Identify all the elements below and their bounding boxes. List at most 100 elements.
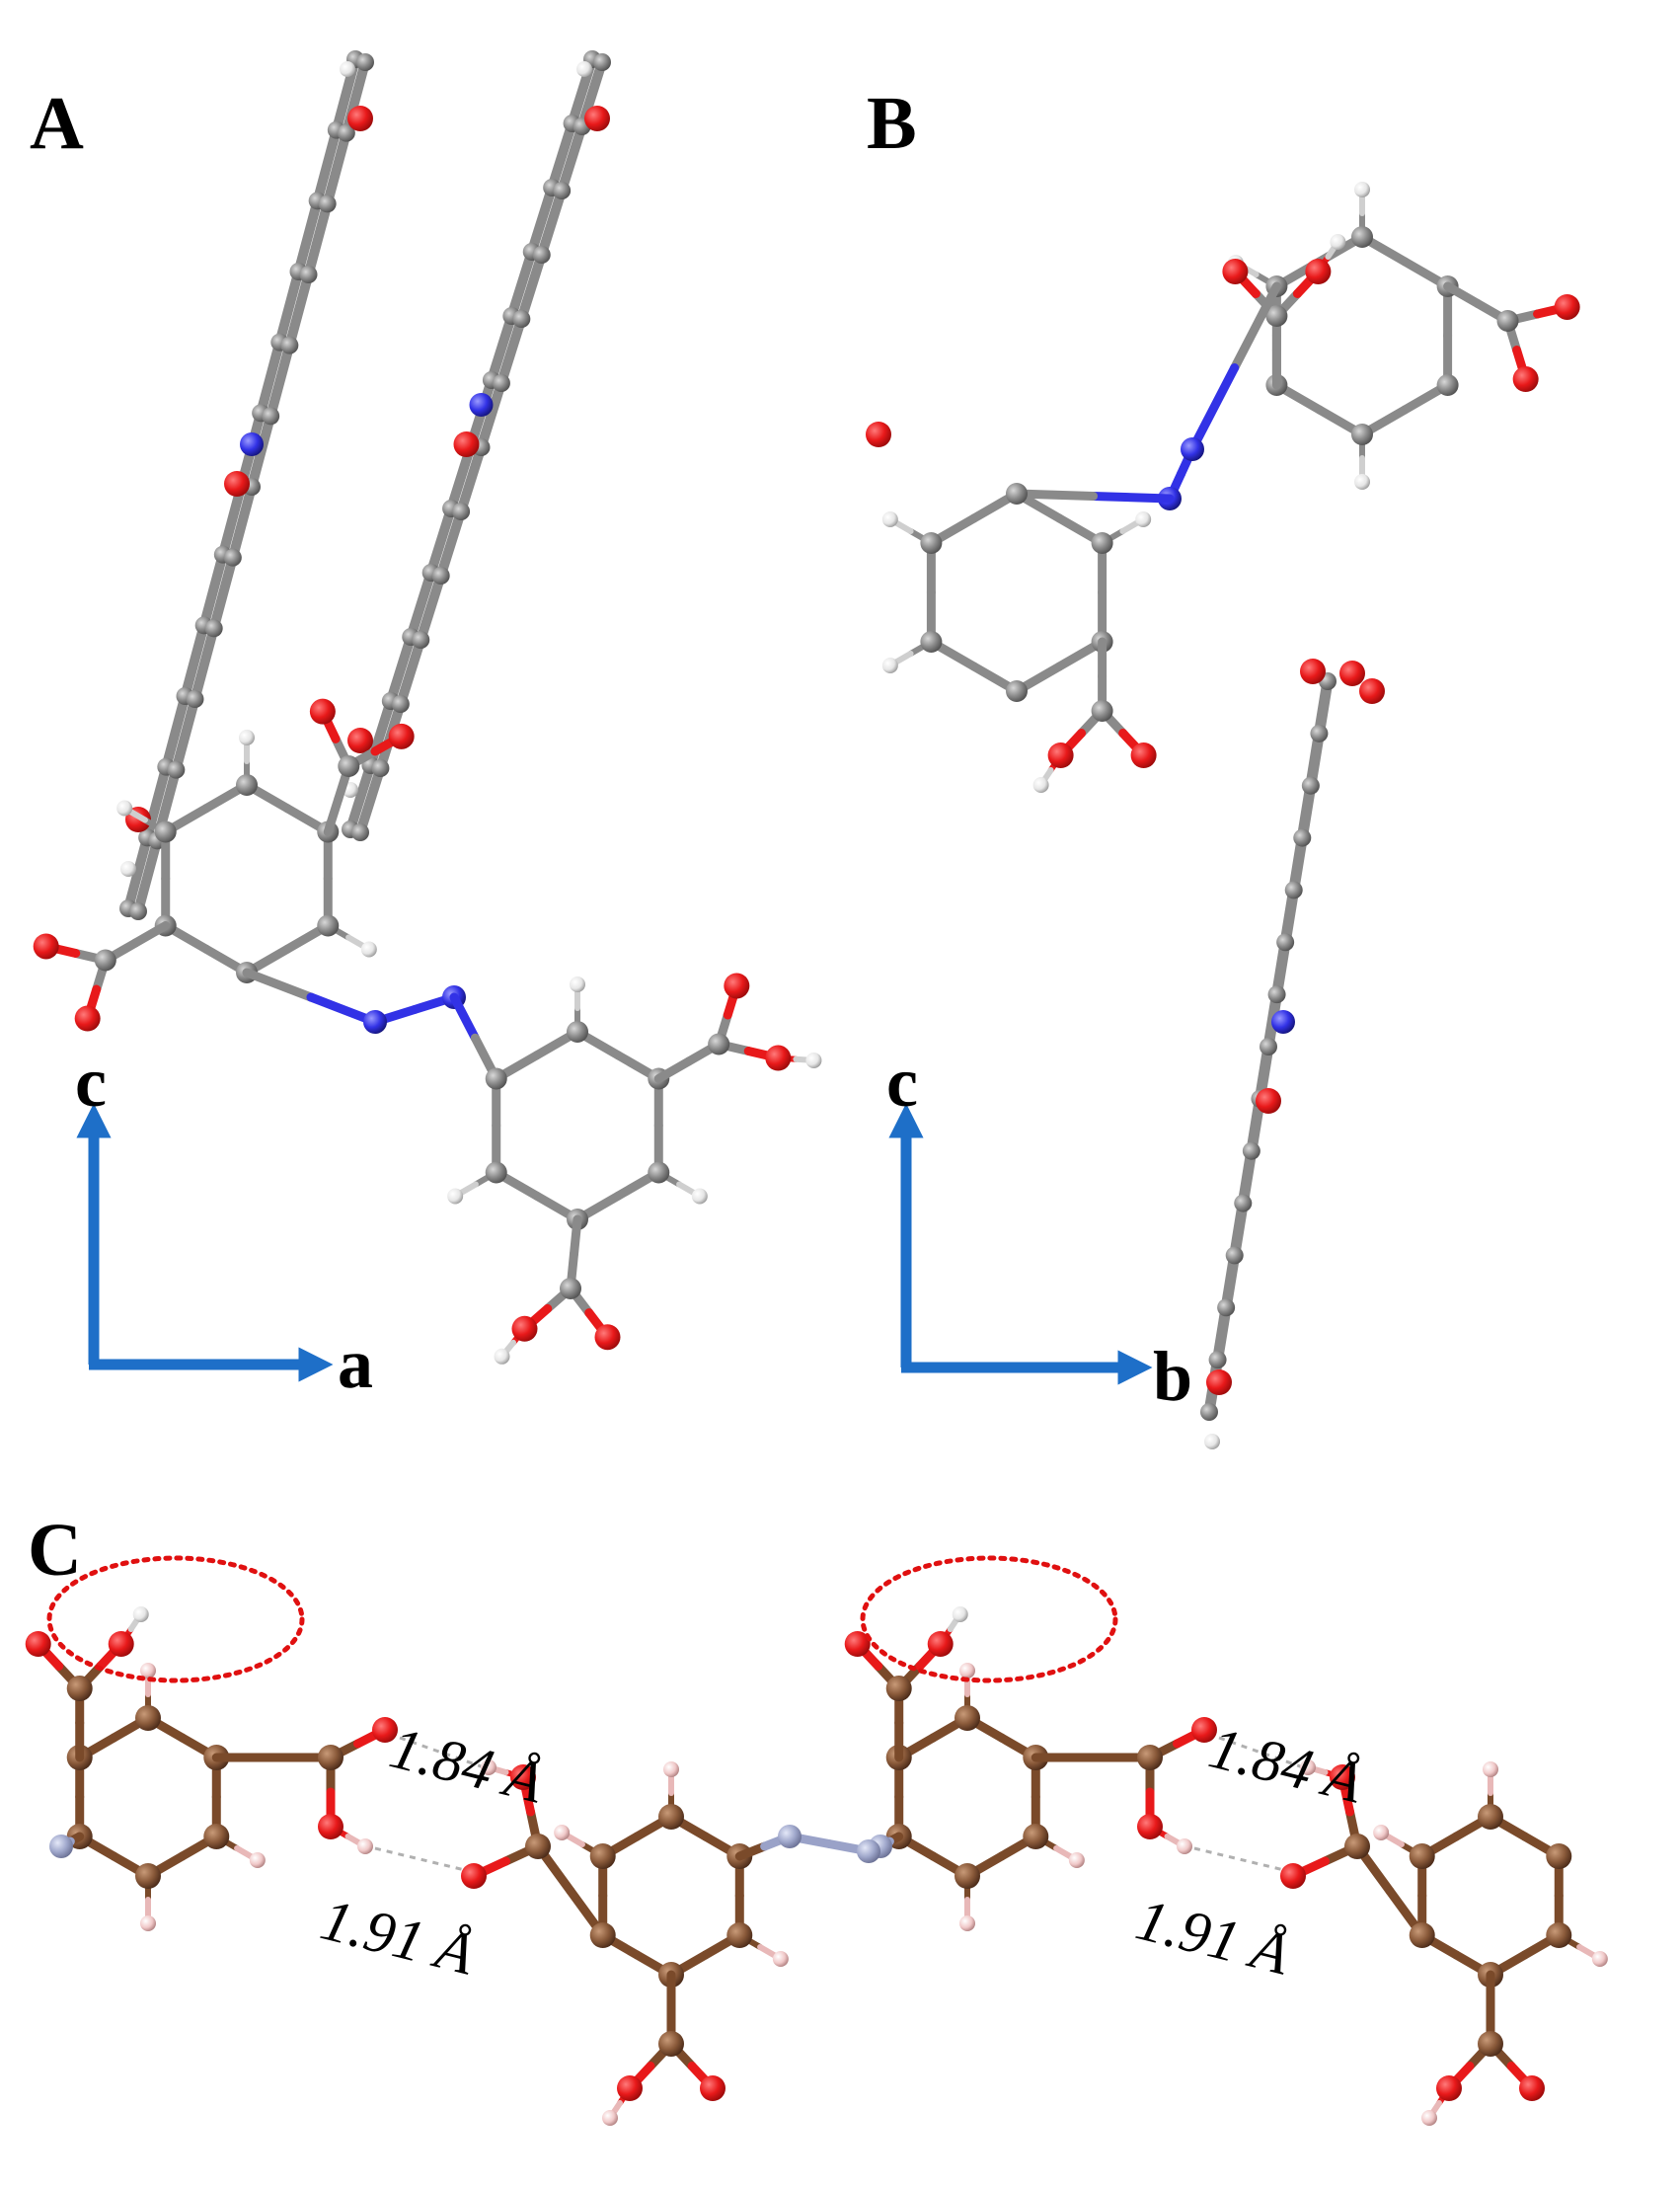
oxygen-atom (617, 2075, 643, 2101)
oxygen-atom (372, 1717, 398, 1743)
hydrogen-atom (881, 658, 898, 673)
nitrogen-atom (469, 393, 494, 417)
carbon-atom (1137, 1745, 1163, 1770)
carbon-atom (391, 695, 410, 713)
carbon-atom (920, 631, 943, 653)
bond (449, 992, 480, 1043)
hydrogen-atom (1373, 1825, 1390, 1840)
carbon-atom (154, 820, 177, 843)
nitrogen-atom (363, 1010, 387, 1034)
hydrogen-atom (663, 1761, 679, 1777)
hydrogen-atom (805, 1052, 822, 1068)
hydrogen-atom (1483, 1761, 1498, 1777)
carbon-atom (1267, 985, 1286, 1004)
carbon-atom (1496, 310, 1519, 332)
oxygen-atom (1305, 259, 1332, 284)
hydrogen-atom (1177, 1838, 1192, 1854)
carbon-atom (955, 1705, 980, 1731)
oxygen-atom (33, 933, 59, 960)
oxygen-atom (1436, 2075, 1462, 2101)
oxygen-atom (1300, 659, 1326, 684)
carbon-atom (512, 310, 531, 328)
hydrogen-atom (1591, 1951, 1608, 1967)
hydrogen-atom (602, 2110, 618, 2126)
molecule-b (866, 182, 1580, 1449)
panel-label-b: B (867, 82, 917, 165)
hydrogen-bond (1193, 1846, 1289, 1873)
carbon-atom (1301, 776, 1320, 795)
oxygen-atom (844, 1631, 871, 1657)
nitrogen-atom (1271, 1010, 1295, 1034)
hydrogen-atom (691, 1188, 708, 1205)
hydrogen-atom (1300, 1759, 1316, 1775)
panel-b: B c b (866, 82, 1580, 1449)
bond (323, 794, 344, 836)
oxygen-atom (224, 471, 250, 497)
oxygen-atom (1359, 678, 1385, 704)
oxygen-atom (765, 1045, 792, 1071)
carbon-atom (553, 182, 572, 199)
hydrogen-atom (239, 730, 255, 745)
carbon-atom (351, 823, 369, 841)
carbon-atom (1217, 1298, 1236, 1317)
carbon-atom (1409, 1922, 1435, 1948)
hydrogen-atom (1068, 1852, 1085, 1868)
bond (570, 1214, 582, 1259)
carbon-atom (485, 1161, 507, 1184)
bond (130, 921, 171, 948)
molecule-a (33, 50, 822, 1365)
carbon-atom (318, 195, 337, 213)
carbon-atom (371, 759, 390, 777)
hydrogen-atom (340, 61, 355, 77)
oxygen-atom (318, 1814, 344, 1839)
carbon-atom (658, 1804, 684, 1830)
carbon-atom (167, 760, 186, 779)
oxygen-atom (453, 431, 480, 457)
distance-label-lower-left: 1.91 Å (315, 1887, 481, 1988)
hydrogen-atom (1421, 2110, 1437, 2126)
carbon-atom (1409, 1843, 1435, 1869)
oxygen-atom (584, 106, 610, 131)
carbon-atom (532, 246, 551, 264)
carbon-atom (593, 53, 611, 71)
carbon-atom (262, 407, 280, 426)
carbon-atom (1265, 305, 1288, 327)
hydrogen-atom (772, 1951, 789, 1967)
carbon-atom (135, 1705, 161, 1731)
oxygen-atom (927, 1631, 954, 1657)
carbon-atom (648, 1161, 670, 1184)
carbon-atom (589, 1922, 616, 1948)
oxygen-atom (724, 973, 750, 999)
hydrogen-atom (1032, 777, 1049, 793)
hydrogen-atom (140, 1663, 156, 1679)
oxygen-atom (594, 1324, 621, 1351)
hydrogen-bond (1218, 1736, 1304, 1769)
carbon-atom (318, 1745, 344, 1770)
carbon-atom (1234, 1194, 1253, 1212)
carbon-atom (885, 1676, 912, 1701)
carbon-atom (280, 336, 299, 354)
carbon-atom (1344, 1834, 1370, 1859)
carbon-atom (1260, 1038, 1277, 1055)
carbon-atom (1242, 1141, 1260, 1160)
carbon-atom (1293, 828, 1312, 847)
hydrogen-atom (481, 1759, 496, 1775)
carbon-atom (1276, 933, 1295, 952)
panel-label-a: A (30, 82, 84, 165)
nitrogen-atom (778, 1825, 802, 1848)
hydrogen-atom (249, 1852, 266, 1868)
hydrogen-atom (1354, 182, 1370, 197)
oxygen-atom (1137, 1814, 1163, 1839)
bond (1443, 281, 1483, 308)
hydrogen-atom (952, 1606, 968, 1622)
hydrogen-atom (959, 1915, 975, 1931)
carbon-atom (525, 1834, 551, 1859)
carbon-atom (726, 1922, 753, 1948)
carbon-atom (708, 1033, 730, 1055)
carbon-atom (186, 690, 204, 708)
carbon-atom (1200, 1403, 1218, 1421)
carbon-atom (129, 902, 147, 920)
hydrogen-atom (132, 1606, 149, 1622)
bond (1230, 281, 1281, 372)
bond (1012, 489, 1098, 501)
